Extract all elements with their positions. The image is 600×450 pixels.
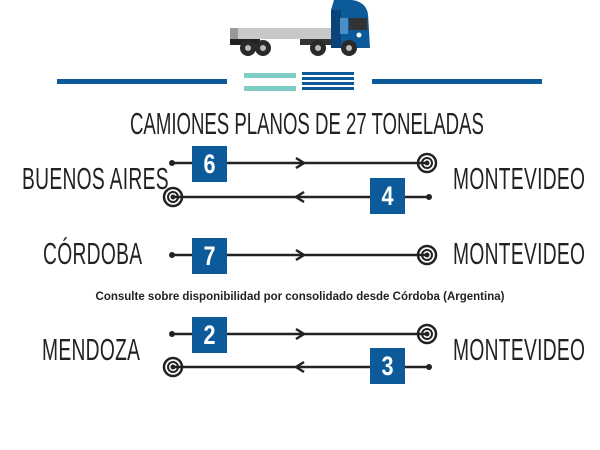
start-dot bbox=[169, 252, 175, 258]
truck-count-badge: 7 bbox=[192, 238, 227, 274]
arrow-right-icon bbox=[295, 327, 307, 341]
target-icon-ring bbox=[421, 328, 433, 340]
target-icon bbox=[162, 186, 184, 208]
consolidation-note: Consulte sobre disponibilidad por consol… bbox=[95, 291, 505, 303]
truck-count-badge: 4 bbox=[370, 178, 405, 214]
target-icon bbox=[416, 323, 438, 345]
target-icon-center bbox=[424, 160, 430, 166]
target-icon bbox=[162, 356, 184, 378]
destination-city: MONTEVIDEO bbox=[453, 236, 586, 271]
target-icon-center bbox=[170, 194, 176, 200]
target-icon-ring bbox=[167, 361, 179, 373]
target-icon-ring bbox=[167, 191, 179, 203]
destination-city: MONTEVIDEO bbox=[453, 161, 586, 196]
truck-count-badge: 3 bbox=[370, 348, 405, 384]
start-dot bbox=[426, 194, 432, 200]
truck-count-badge: 6 bbox=[192, 146, 227, 182]
arrow-right-icon bbox=[295, 248, 307, 262]
target-icon-center bbox=[424, 252, 430, 258]
truck-count: 7 bbox=[203, 240, 216, 271]
target-icon bbox=[416, 152, 438, 174]
flatbed-truck-icon bbox=[57, 0, 542, 91]
truck-count-badge: 2 bbox=[192, 317, 227, 353]
divider-left bbox=[57, 79, 227, 84]
target-icon-center bbox=[170, 364, 176, 370]
truck-count: 4 bbox=[381, 180, 394, 211]
arrow-left-icon bbox=[293, 190, 305, 204]
origin-city: MENDOZA bbox=[42, 331, 141, 367]
truck-count: 6 bbox=[203, 148, 216, 179]
start-dot bbox=[169, 160, 175, 166]
start-dot bbox=[426, 364, 432, 370]
divider-right bbox=[372, 79, 542, 84]
truck-count: 3 bbox=[381, 350, 394, 381]
target-icon-center bbox=[424, 331, 430, 337]
truck-count: 2 bbox=[203, 319, 216, 350]
destination-city: MONTEVIDEO bbox=[453, 331, 586, 367]
page-title: CAMIONES PLANOS DE 27 TONELADAS bbox=[130, 106, 484, 141]
target-icon-ring bbox=[421, 157, 433, 169]
target-icon bbox=[416, 244, 438, 266]
arrow-left-icon bbox=[293, 360, 305, 374]
target-icon-ring bbox=[421, 249, 433, 261]
start-dot bbox=[169, 331, 175, 337]
origin-city: BUENOS AIRES bbox=[22, 161, 169, 196]
origin-city: CÓRDOBA bbox=[43, 236, 143, 271]
arrow-right-icon bbox=[295, 156, 307, 170]
